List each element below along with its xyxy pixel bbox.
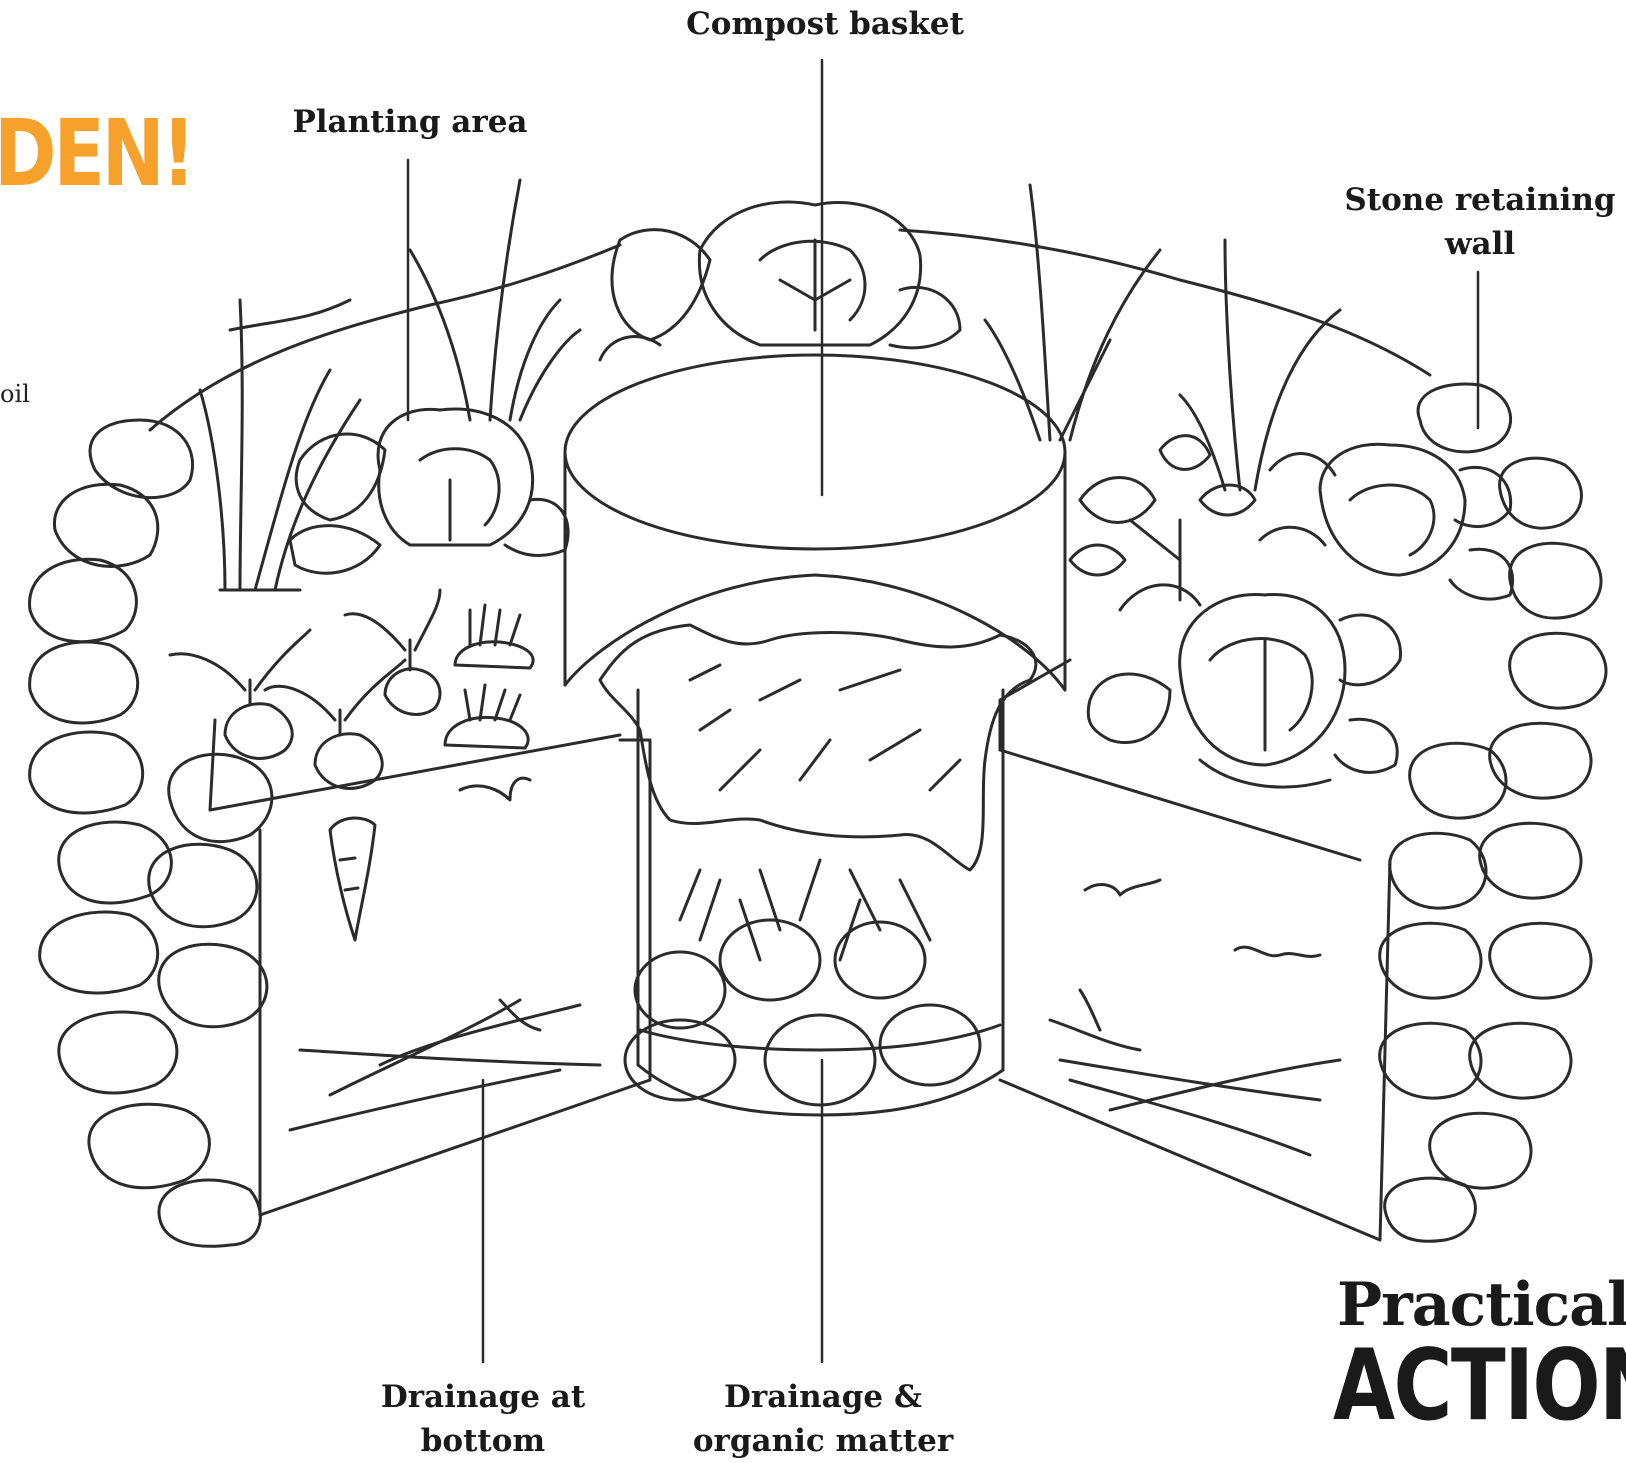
basket-roots xyxy=(680,860,930,960)
left-stone-wall xyxy=(30,420,272,1246)
drainage-sticks-left xyxy=(290,1000,600,1130)
carrot-lines xyxy=(340,858,358,890)
body-text-fragment: oil xyxy=(0,380,30,408)
beetroots-left xyxy=(170,590,440,788)
label-stone-retaining-wall: Stone retaining wall xyxy=(1330,178,1626,266)
worm-left xyxy=(460,778,530,800)
grass-left xyxy=(200,300,360,590)
soil-mound-line xyxy=(230,300,350,330)
title-fragment: DEN! xyxy=(0,100,193,207)
label-planting-area: Planting area xyxy=(280,100,540,144)
label-drainage-bottom: Drainage at bottom xyxy=(370,1375,596,1463)
cabbage-right-upper xyxy=(1260,444,1513,599)
organic-matter xyxy=(600,625,1036,870)
carrot xyxy=(330,818,375,940)
right-stone-wall xyxy=(1380,384,1606,1241)
grass-middle-left xyxy=(410,180,580,420)
leafy-herbs-right xyxy=(1070,436,1255,600)
label-drainage-organic: Drainage & organic matter xyxy=(690,1375,956,1463)
logo-action: ACTION xyxy=(1333,1336,1626,1436)
cabbage-right-lower xyxy=(1088,585,1400,787)
label-compost-basket: Compost basket xyxy=(680,2,970,46)
turnips-left xyxy=(445,605,533,748)
right-cut-face xyxy=(1000,860,1390,1240)
cabbage-top xyxy=(600,202,960,360)
cabbage-left xyxy=(290,409,568,573)
grass-right xyxy=(1180,240,1340,490)
left-cut-face xyxy=(260,830,650,1215)
drainage-sticks-right xyxy=(1050,990,1340,1155)
worm-right-2 xyxy=(1235,947,1320,956)
right-ground-line xyxy=(1000,750,1360,860)
organic-matter-strokes xyxy=(690,665,960,790)
worm-right-1 xyxy=(1085,880,1160,895)
basket-stones xyxy=(625,920,980,1105)
